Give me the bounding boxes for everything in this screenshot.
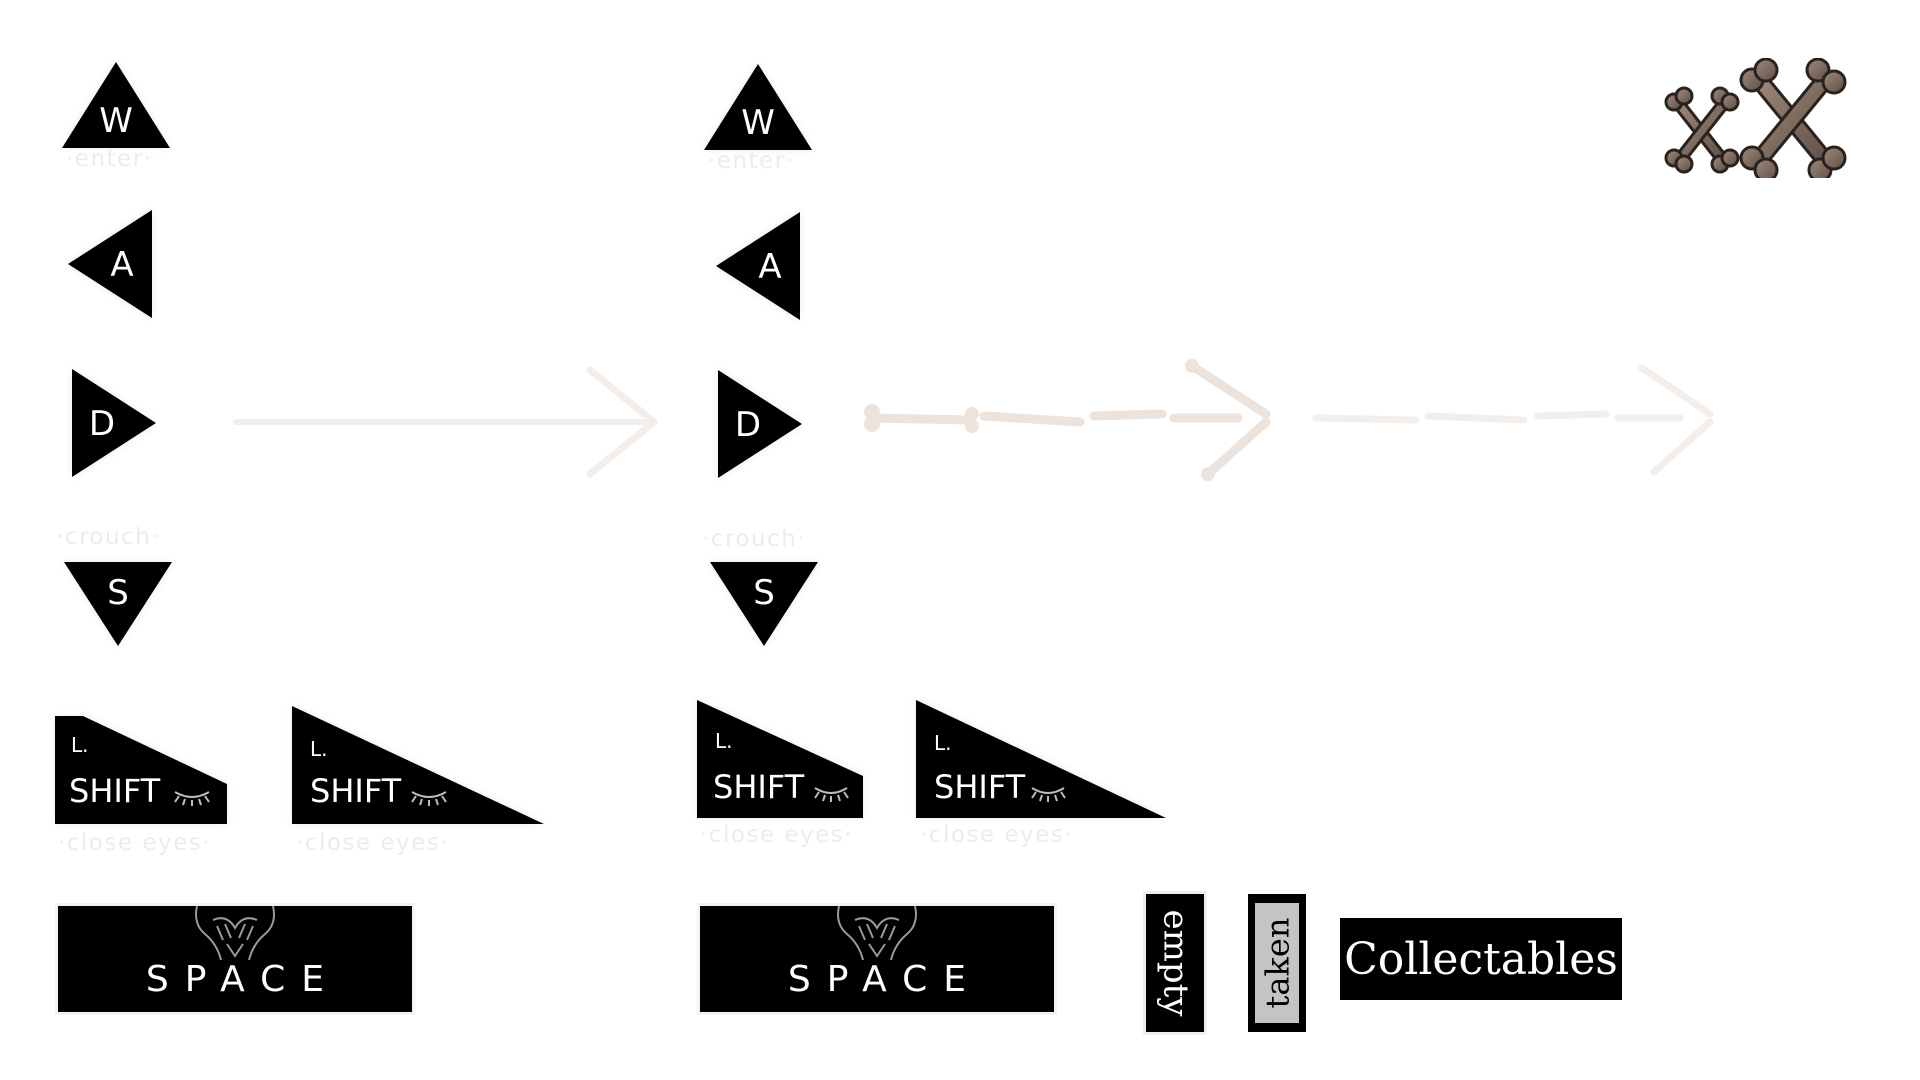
close-eyes-hint: ·close eyes·	[58, 830, 212, 856]
w-key-shape: W	[704, 64, 812, 150]
shift-key-small[interactable]: L. SHIFT	[55, 716, 227, 824]
a-key-label: A	[758, 247, 781, 287]
s-key[interactable]: S	[62, 560, 174, 650]
taken-slot[interactable]: taken	[1248, 894, 1306, 1032]
w-key-label: W	[99, 101, 133, 141]
crouch-hint: ·crouch·	[56, 524, 161, 550]
bone-arrow-icon	[1312, 364, 1714, 476]
s-key-shape: S	[710, 562, 818, 646]
shift-key-small-shape: L. SHIFT	[697, 700, 863, 818]
shift-key-large-shape: L. SHIFT	[292, 706, 544, 824]
taken-slot-label: taken	[1258, 917, 1296, 1009]
w-key[interactable]: W	[60, 60, 172, 152]
right-arrow-icon	[233, 366, 658, 478]
closed-eye-icon	[411, 791, 447, 806]
empty-slot-label: empty	[1155, 909, 1195, 1017]
shift-label: SHIFT	[69, 772, 161, 810]
space-key[interactable]: SPACE	[58, 905, 412, 1012]
shift-key-large-shape: L. SHIFT	[916, 700, 1166, 818]
shift-prefix-label: L.	[71, 733, 89, 757]
shift-key-small[interactable]: L. SHIFT	[697, 700, 863, 818]
d-key[interactable]: D	[70, 367, 160, 479]
w-key-shape: W	[62, 62, 170, 148]
a-key[interactable]: A	[66, 208, 156, 320]
empty-slot[interactable]: empty	[1146, 894, 1204, 1032]
collectables-label: Collectables	[1344, 933, 1618, 985]
closed-eye-icon	[174, 791, 210, 806]
enter-hint: ·enter·	[708, 148, 795, 174]
shift-key-large[interactable]: L. SHIFT	[292, 706, 544, 824]
d-key-label: D	[735, 405, 761, 445]
a-key-label: A	[110, 245, 133, 285]
close-eyes-hint: ·close eyes·	[296, 830, 450, 856]
a-key-shape: A	[716, 212, 800, 320]
a-key-shape: A	[68, 210, 152, 318]
shift-prefix-label: L.	[715, 729, 733, 753]
s-key-label: S	[753, 573, 775, 613]
closed-eye-icon	[1031, 787, 1066, 802]
close-eyes-hint: ·close eyes·	[700, 822, 854, 848]
taken-slot-fill: taken	[1255, 903, 1299, 1023]
collectables-button[interactable]: Collectables	[1340, 918, 1622, 1000]
s-key[interactable]: S	[708, 560, 820, 650]
s-key-shape: S	[64, 562, 172, 646]
hands-over-eyes-icon	[195, 905, 275, 961]
w-key-label: W	[741, 103, 775, 143]
shift-label: SHIFT	[713, 768, 805, 806]
d-key-shape: D	[72, 369, 156, 477]
shift-prefix-label: L.	[934, 731, 952, 755]
a-key[interactable]: A	[714, 210, 804, 322]
crouch-hint: ·crouch·	[702, 526, 807, 552]
space-key[interactable]: SPACE	[700, 905, 1054, 1012]
bone-arrow-icon	[864, 359, 1271, 481]
close-eyes-hint: ·close eyes·	[920, 822, 1074, 848]
shift-key-large[interactable]: L. SHIFT	[916, 700, 1166, 818]
shift-label: SHIFT	[310, 772, 402, 810]
w-key[interactable]: W	[702, 62, 814, 154]
space-label: SPACE	[145, 959, 341, 1000]
shift-prefix-label: L.	[310, 737, 328, 761]
shift-label: SHIFT	[934, 768, 1026, 806]
shift-key-small-shape: L. SHIFT	[55, 716, 227, 824]
hands-over-eyes-icon	[837, 905, 917, 961]
d-key-label: D	[89, 404, 115, 444]
space-label: SPACE	[787, 959, 983, 1000]
s-key-label: S	[107, 573, 129, 613]
d-key-shape: D	[718, 370, 802, 478]
closed-eye-icon	[814, 787, 849, 802]
enter-hint: ·enter·	[66, 146, 153, 172]
d-key[interactable]: D	[716, 368, 806, 480]
crossed-bones-icon	[1664, 58, 1847, 178]
